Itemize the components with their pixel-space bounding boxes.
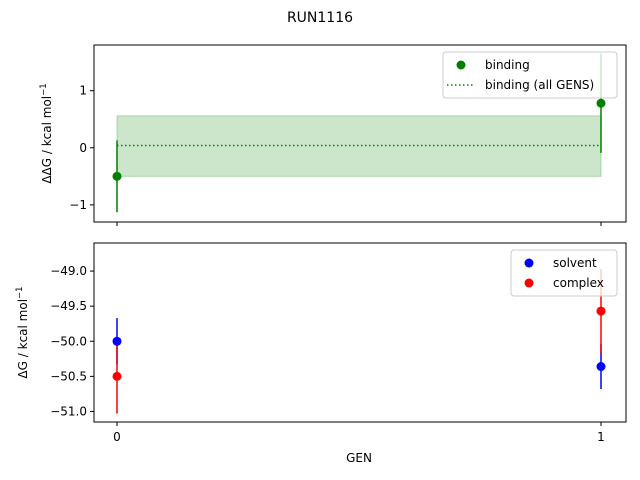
y-tick-label: 0 — [79, 141, 87, 155]
legend-label: complex — [553, 276, 604, 290]
data-point-solvent — [112, 336, 122, 346]
legend-marker — [456, 60, 466, 70]
plot-area — [112, 268, 606, 414]
y-tick-label: −50.0 — [50, 334, 87, 348]
panel-top: −1 0 1 ΔΔG / kcal mol−1 binding binding (all … — [39, 44, 627, 226]
legend-marker — [524, 278, 534, 288]
legend-label: solvent — [553, 256, 597, 270]
y-tick-label: −49.0 — [50, 264, 87, 278]
y-axis-label: ΔG / kcal mol−1 — [15, 286, 30, 378]
y-axis-label: ΔΔG / kcal mol−1 — [39, 83, 54, 183]
plot-area — [112, 53, 606, 213]
axes-frame — [93, 44, 627, 223]
axes-frame — [93, 242, 627, 423]
y-tick-label: −1 — [69, 198, 87, 212]
y-tick-label: −50.5 — [50, 369, 87, 383]
x-tick-label: 0 — [113, 430, 121, 444]
x-axis-label: GEN — [346, 451, 372, 465]
y-tick-label: −51.0 — [50, 404, 87, 418]
data-point-complex — [596, 306, 606, 316]
legend-label: binding (all GENS) — [485, 78, 594, 92]
data-point-binding — [112, 171, 122, 181]
panel-bottom: −51.0 −50.5 −50.0 −49.5 −49.0 0 1 ΔG / kcal mol… — [15, 242, 627, 444]
x-tick-label: 1 — [597, 430, 605, 444]
data-point-binding — [596, 98, 606, 108]
figure-title: RUN1116 — [287, 10, 353, 26]
legend-marker — [524, 258, 534, 268]
legend: solvent complex — [510, 249, 618, 297]
y-tick-label: −49.5 — [50, 299, 87, 313]
legend: binding binding (all GENS) — [442, 51, 618, 99]
legend-label: binding — [485, 58, 530, 72]
y-tick-label: 1 — [79, 84, 87, 98]
data-point-complex — [112, 371, 122, 381]
data-point-solvent — [596, 362, 606, 372]
